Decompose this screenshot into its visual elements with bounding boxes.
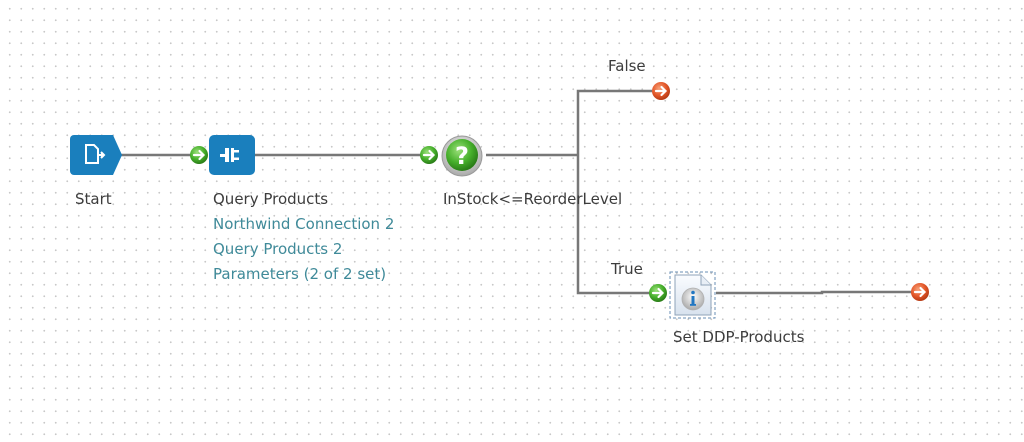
plug-connector-icon: [220, 148, 239, 162]
query-detail-parameters[interactable]: Parameters (2 of 2 set): [213, 265, 387, 283]
false-branch-label: False: [608, 57, 646, 75]
start-node[interactable]: [70, 135, 122, 175]
input-connector-query[interactable]: [190, 146, 208, 164]
line-false-branch: [576, 89, 652, 155]
input-connector-decision[interactable]: [420, 146, 438, 164]
selection-box: [669, 271, 716, 319]
query-detail-connection[interactable]: Northwind Connection 2: [213, 215, 395, 233]
output-connector-set-ddp[interactable]: [911, 283, 929, 301]
decision-label: InStock<=ReorderLevel: [443, 190, 623, 208]
query-detail-query[interactable]: Query Products 2: [213, 240, 343, 258]
arrow-right-icon: [192, 149, 206, 161]
input-connector-set-ddp[interactable]: [649, 284, 667, 302]
set-ddp-products-node[interactable]: [669, 271, 716, 319]
query-products-label: Query Products: [213, 190, 329, 208]
start-node-label: Start: [75, 190, 112, 208]
arrow-right-icon: [654, 85, 668, 97]
arrow-right-icon: [913, 286, 927, 298]
decision-node[interactable]: ?: [441, 135, 483, 177]
info-icon: [681, 287, 705, 311]
document-export-icon: [85, 144, 106, 164]
set-ddp-products-label: Set DDP-Products: [673, 328, 805, 346]
connection-lines: [120, 89, 912, 295]
output-connector-false[interactable]: [652, 82, 670, 100]
query-products-node[interactable]: [209, 135, 255, 175]
start-node-shape[interactable]: [70, 135, 122, 175]
arrow-right-icon: [422, 149, 436, 161]
question-mark-icon: ?: [455, 142, 469, 170]
line-true-branch: [576, 155, 650, 295]
true-branch-label: True: [611, 260, 643, 278]
arrow-right-icon: [651, 287, 665, 299]
line-set-ddp-out: [716, 290, 912, 295]
